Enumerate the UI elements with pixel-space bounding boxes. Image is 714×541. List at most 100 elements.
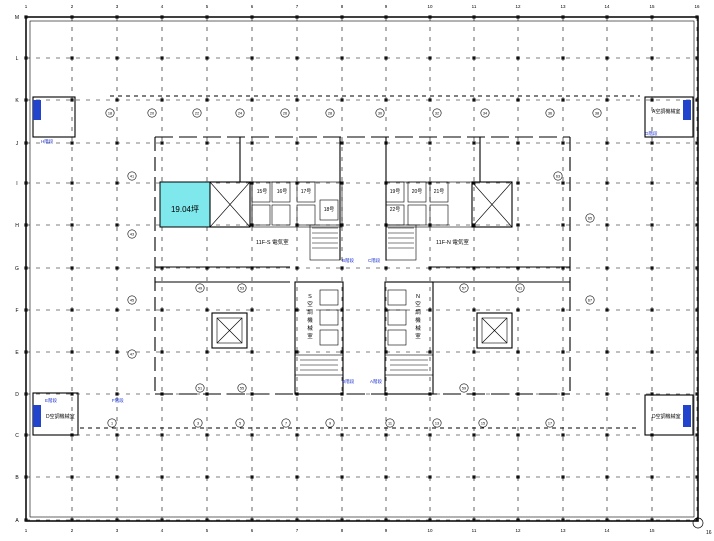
column-dot xyxy=(650,98,654,102)
highlighted-unit[interactable] xyxy=(159,181,211,228)
unit-number: 43 xyxy=(130,233,134,237)
row-label: B xyxy=(15,475,19,481)
column-label-top: 16 xyxy=(694,4,700,9)
column-dot xyxy=(160,308,164,312)
core-number: 18号 xyxy=(324,207,335,213)
column-label-bottom: 8 xyxy=(341,528,344,533)
column-dot xyxy=(650,56,654,60)
column-dot xyxy=(561,181,565,185)
column-dot xyxy=(695,350,699,354)
column-dot xyxy=(650,141,654,145)
row-label: D xyxy=(15,392,19,398)
column-dot xyxy=(605,98,609,102)
column-dot xyxy=(472,308,476,312)
column-dot xyxy=(295,433,299,437)
row-label: A xyxy=(15,518,19,524)
column-dot xyxy=(472,15,476,19)
unit-bubble xyxy=(478,418,488,428)
column-dot xyxy=(428,56,432,60)
column-dot xyxy=(695,141,699,145)
stair-label-d: D階段 xyxy=(342,378,355,385)
unit-bubble xyxy=(432,108,442,118)
column-dot xyxy=(205,266,209,270)
unit-number: 28 xyxy=(328,112,332,116)
unit-number: 11 xyxy=(388,422,392,426)
column-dot xyxy=(516,181,520,185)
column-dot xyxy=(561,15,565,19)
highlighted-unit-area: 19.04坪 xyxy=(171,205,199,214)
machine-room-sw: D空調機械室 E階段 xyxy=(32,392,79,436)
core-number: 16号 xyxy=(277,189,288,195)
column-dot xyxy=(695,15,699,19)
column-dot xyxy=(160,475,164,479)
column-dot xyxy=(160,518,164,522)
column-dot xyxy=(24,15,28,19)
column-dot xyxy=(605,141,609,145)
unit-number: 65 xyxy=(588,217,592,221)
column-dot xyxy=(428,141,432,145)
column-markers xyxy=(24,15,699,522)
column-dot xyxy=(428,98,432,102)
outer-wall xyxy=(25,16,699,522)
unit-number: 49 xyxy=(198,287,202,291)
column-dot xyxy=(70,308,74,312)
unit-bubble xyxy=(480,108,490,118)
column-dot xyxy=(561,350,565,354)
column-dot xyxy=(24,350,28,354)
column-label-bottom: 2 xyxy=(71,528,74,533)
column-label-top: 11 xyxy=(472,4,477,9)
column-dot xyxy=(205,475,209,479)
unit-number: 47 xyxy=(130,353,134,357)
column-label-top: 1 xyxy=(25,4,28,9)
column-dot xyxy=(605,223,609,227)
structural-grid xyxy=(25,16,698,521)
machine-room-sw-label: D空調機械室 xyxy=(46,413,75,420)
column-dot xyxy=(24,56,28,60)
row-label: G xyxy=(15,266,19,272)
column-dot xyxy=(340,518,344,522)
column-dot xyxy=(516,98,520,102)
column-dot xyxy=(24,98,28,102)
column-label-bottom: 6 xyxy=(251,528,254,533)
stair-label-c: C階段 xyxy=(368,257,381,264)
column-label-bottom: 7 xyxy=(296,528,299,533)
column-label-bottom: 5 xyxy=(206,528,209,533)
unit-number: 55 xyxy=(240,387,244,391)
column-dot xyxy=(24,181,28,185)
unit-number: 20 xyxy=(150,112,154,116)
core-northeast: 19号 20号 21号 22号 11F-N 電気室 C階段 xyxy=(368,181,513,264)
unit-bubble xyxy=(545,108,555,118)
unit-number: 45 xyxy=(130,299,134,303)
column-dot xyxy=(384,433,388,437)
column-dot xyxy=(561,266,565,270)
column-dot xyxy=(250,141,254,145)
unit-bubble xyxy=(147,108,157,118)
column-dot xyxy=(115,518,119,522)
room-label-north-electric: 11F-N 電気室 xyxy=(436,238,469,246)
column-dot xyxy=(24,433,28,437)
column-dot xyxy=(695,98,699,102)
column-dot xyxy=(650,392,654,396)
column-dot xyxy=(115,392,119,396)
stair-label-f: F階段 xyxy=(112,397,124,404)
column-label-top: 4 xyxy=(161,4,164,9)
unit-bubble xyxy=(195,283,205,293)
column-dot xyxy=(70,223,74,227)
grid-axis-labels: 1122334455667788991010111112121313141415… xyxy=(15,4,700,533)
column-label-bottom: 10 xyxy=(427,528,433,533)
column-label-bottom: 4 xyxy=(161,528,164,533)
unit-bubble xyxy=(237,383,247,393)
inner-frame xyxy=(29,20,695,518)
column-dot xyxy=(605,475,609,479)
unit-bubble xyxy=(553,171,563,181)
column-dot xyxy=(160,433,164,437)
column-dot xyxy=(250,266,254,270)
core-number: 17号 xyxy=(301,189,312,195)
column-dot xyxy=(384,15,388,19)
row-label: E xyxy=(15,350,19,356)
unit-bubble xyxy=(237,283,247,293)
unit-bubble xyxy=(585,213,595,223)
column-dot xyxy=(70,475,74,479)
